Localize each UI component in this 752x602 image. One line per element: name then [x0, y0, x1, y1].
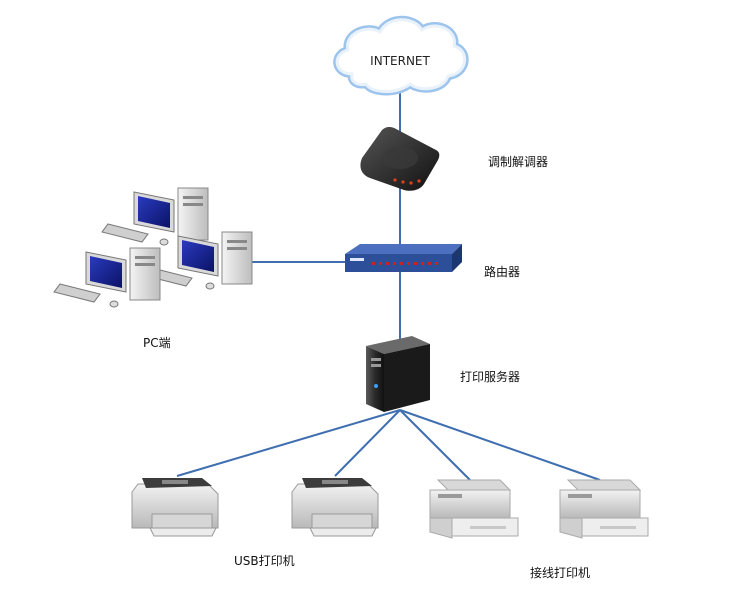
usb-printer-label: USB打印机	[234, 554, 295, 568]
link-server-printer-3	[399, 409, 471, 481]
print-server-label: 打印服务器	[460, 370, 521, 384]
pc-label: PC端	[143, 336, 171, 350]
pc-icon	[53, 187, 253, 308]
printer-icon	[131, 478, 219, 537]
link-lines	[176, 88, 601, 481]
link-server-printer-1	[176, 409, 401, 477]
link-server-printer-2	[334, 409, 401, 477]
printer-icon	[429, 479, 519, 539]
printer-icon	[291, 478, 379, 537]
server-icon	[366, 336, 430, 412]
modem-icon	[360, 127, 440, 191]
cloud-label: INTERNET	[370, 54, 430, 68]
printer-icon	[559, 479, 649, 539]
router-label: 路由器	[484, 265, 521, 279]
network-printer-label: 接线打印机	[530, 566, 591, 580]
cloud-icon: INTERNET	[333, 15, 469, 96]
modem-label: 调制解调器	[488, 155, 549, 169]
link-server-printer-4	[399, 409, 601, 481]
router-icon	[345, 244, 462, 272]
